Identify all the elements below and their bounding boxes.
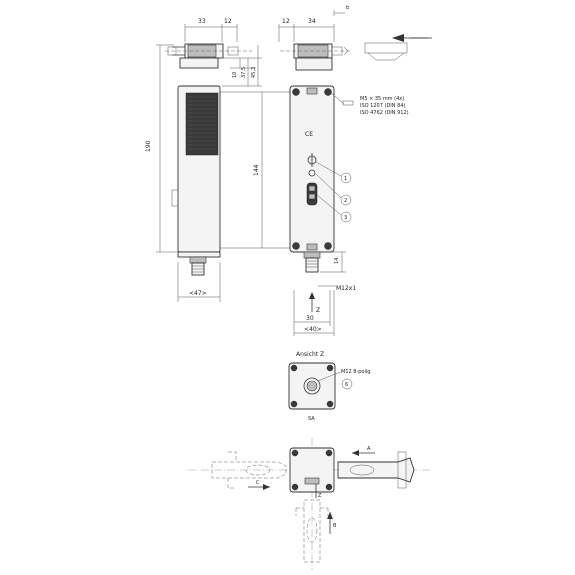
label-a: A [367, 446, 371, 452]
front-view: CE M5 × 35 mm (4x) ISO 1207 (DIN 84) ISO… [278, 5, 409, 336]
dim-144: 144 [253, 164, 260, 176]
connector-label: M12 8-polig [341, 369, 370, 375]
screw-note-line2: ISO 1207 (DIN 84) [360, 103, 405, 109]
thread-m12: M12x1 [336, 285, 356, 292]
dim-14: 14 [334, 258, 340, 264]
callout-2: 2 [344, 198, 347, 204]
label-b: B [333, 523, 337, 529]
actuator-detail [364, 34, 432, 61]
screw-note-line3: ISO 4762 (DIN 912) [360, 110, 409, 116]
label-z-bottom: Z [318, 493, 322, 499]
ce-mark: CE [305, 131, 313, 138]
screw-note-line1: M5 × 35 mm (4x) [360, 96, 404, 102]
view-z-title: Ansicht Z [296, 351, 324, 358]
view-z: Ansicht Z M12 8-polig 6 SA [288, 351, 370, 422]
dim-12-right: 12 [282, 18, 290, 25]
dim-34: 34 [308, 18, 316, 25]
dim-47: <47> [189, 290, 207, 297]
axis-z-label: Z [316, 307, 320, 314]
dim-37-5: 37,5 [241, 67, 247, 78]
dim-45-3: 45,3 [251, 67, 257, 78]
dim-10: 10 [232, 72, 238, 78]
connector-callout: 6 [345, 382, 348, 388]
callout-3: 3 [344, 215, 347, 221]
dim-33: 33 [198, 18, 206, 25]
bottom-view: A C B Z [188, 438, 432, 570]
dim-30: 30 [306, 315, 314, 322]
dim-12-left: 12 [224, 18, 232, 25]
callout-1: 1 [344, 176, 347, 182]
dim-b: b [346, 5, 349, 11]
dim-190: 190 [145, 140, 152, 152]
view-z-caption: SA [308, 416, 315, 422]
side-view: 33 12 190 10 37,5 45,3 144 <47> [145, 18, 290, 302]
label-c: C [256, 480, 260, 486]
dim-40: <40> [304, 326, 322, 333]
